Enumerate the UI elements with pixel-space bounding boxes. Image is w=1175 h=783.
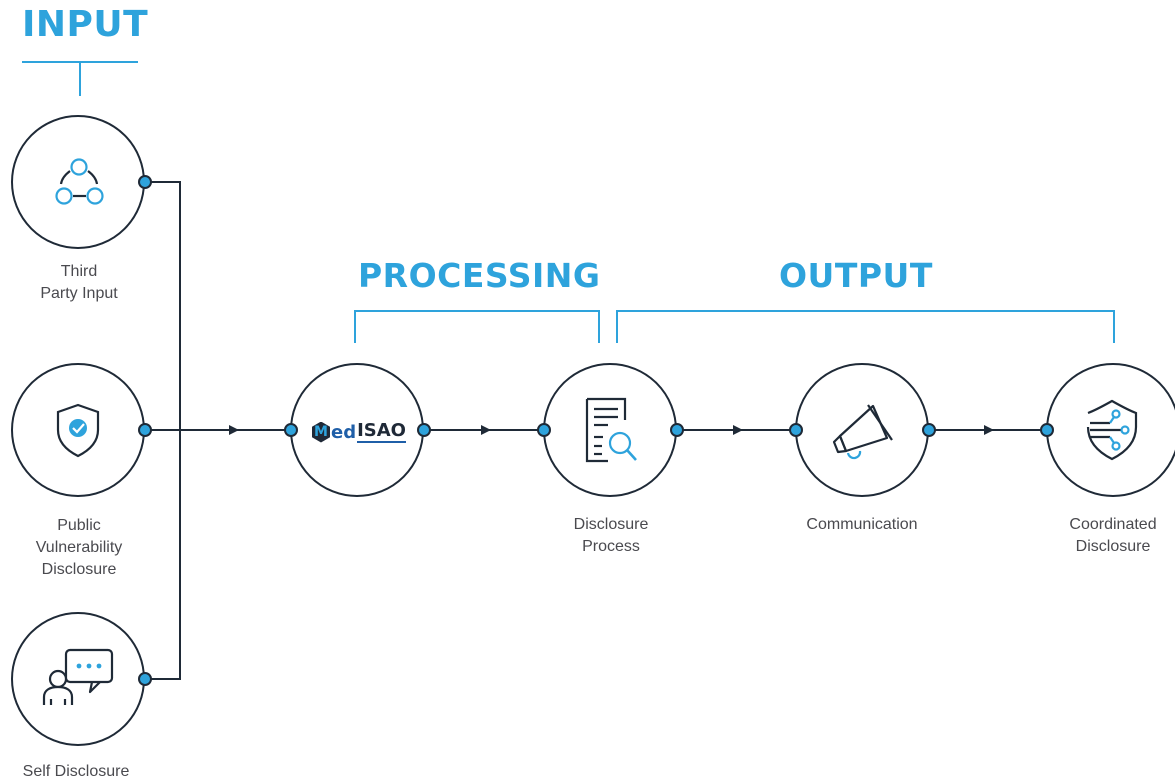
input-heading: INPUT (22, 4, 149, 45)
third-party-label: Third Party Input (40, 261, 117, 305)
network-nodes-icon (55, 158, 104, 205)
processing-heading: PROCESSING (358, 256, 601, 295)
label-line: Third (60, 263, 98, 280)
public-vuln-label: Public Vulnerability Disclosure (36, 515, 123, 581)
arrow-to-communication (733, 425, 743, 435)
label-line: Disclosure (1075, 538, 1151, 555)
label-line: Coordinated (1069, 516, 1157, 533)
arrow-to-process (481, 425, 491, 435)
self-disclosure-node (11, 612, 145, 746)
output-heading: OUTPUT (779, 256, 933, 295)
label-line: Disclosure (573, 516, 649, 533)
processing-bracket (354, 310, 600, 343)
medisao-logo-mark: M (312, 421, 330, 443)
document-search-icon (585, 397, 637, 463)
coordinated-disclosure-label: Coordinated Disclosure (1069, 514, 1156, 558)
disclosure-process-node (543, 363, 677, 497)
shield-check-icon (56, 403, 100, 458)
communication-node (795, 363, 929, 497)
disclosure-process-label: Disclosure Process (574, 514, 649, 558)
third-party-node (11, 115, 145, 249)
input-bracket (22, 61, 138, 96)
label-line: Process (582, 538, 640, 555)
megaphone-icon (832, 404, 893, 460)
label-line: Communication (806, 516, 918, 533)
output-bracket (616, 310, 1115, 343)
medisao-logo-ed: ed (331, 421, 357, 443)
label-line: Public (57, 517, 101, 534)
arrow-to-coordinated (984, 425, 994, 435)
connection-dots (138, 175, 1054, 686)
label-line: Vulnerability (35, 539, 123, 556)
label-line: Party Input (40, 285, 118, 302)
medisao-logo: M ed ISAO (312, 418, 406, 446)
communication-label: Communication (806, 514, 917, 536)
label-line: Self Disclosure (22, 763, 130, 780)
shield-circuit-icon (1086, 399, 1138, 461)
person-chat-icon (42, 648, 114, 705)
arrow-to-medisao (229, 425, 239, 435)
label-line: Disclosure (41, 561, 117, 578)
medisao-logo-isao: ISAO (357, 420, 406, 443)
arrows (229, 425, 994, 435)
self-disclosure-label: Self Disclosure (23, 761, 130, 783)
